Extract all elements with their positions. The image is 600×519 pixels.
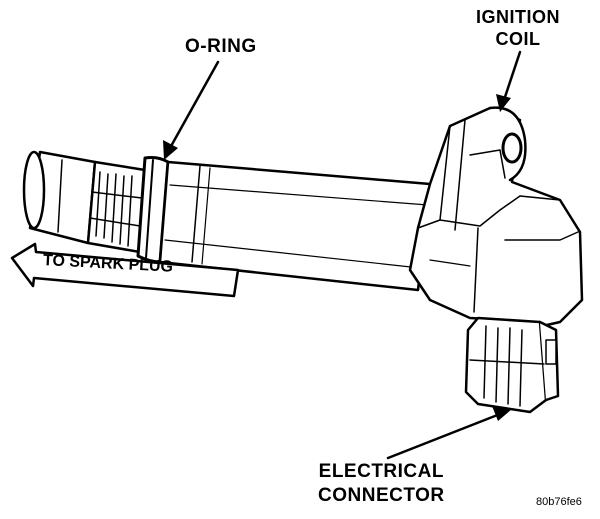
electrical-connector-pointer-arrow — [386, 406, 512, 460]
spark-plug-direction-arrow — [10, 242, 240, 298]
o-ring-label: O-RING — [185, 36, 257, 57]
ignition-coil-label-line2: COIL — [495, 29, 541, 49]
electrical-connector — [464, 316, 560, 414]
coil-head-housing — [408, 106, 584, 332]
spark-plug-boot — [22, 150, 97, 245]
electrical-connector-label-line1: ELECTRICAL — [318, 461, 444, 482]
electrical-connector-label: ELECTRICAL CONNECTOR — [318, 460, 445, 508]
ignition-coil-label-line1: IGNITION — [476, 7, 560, 27]
coil-ribbed-section — [86, 160, 147, 254]
o-ring-pointer-arrow — [163, 60, 220, 160]
ignition-coil-label: IGNITION COIL — [476, 6, 560, 50]
electrical-connector-label-line2: CONNECTOR — [318, 485, 445, 506]
ignition-coil-pointer-arrow — [496, 50, 522, 112]
figure-id: 80b76fe6 — [536, 496, 582, 508]
coil-tube — [158, 160, 432, 292]
